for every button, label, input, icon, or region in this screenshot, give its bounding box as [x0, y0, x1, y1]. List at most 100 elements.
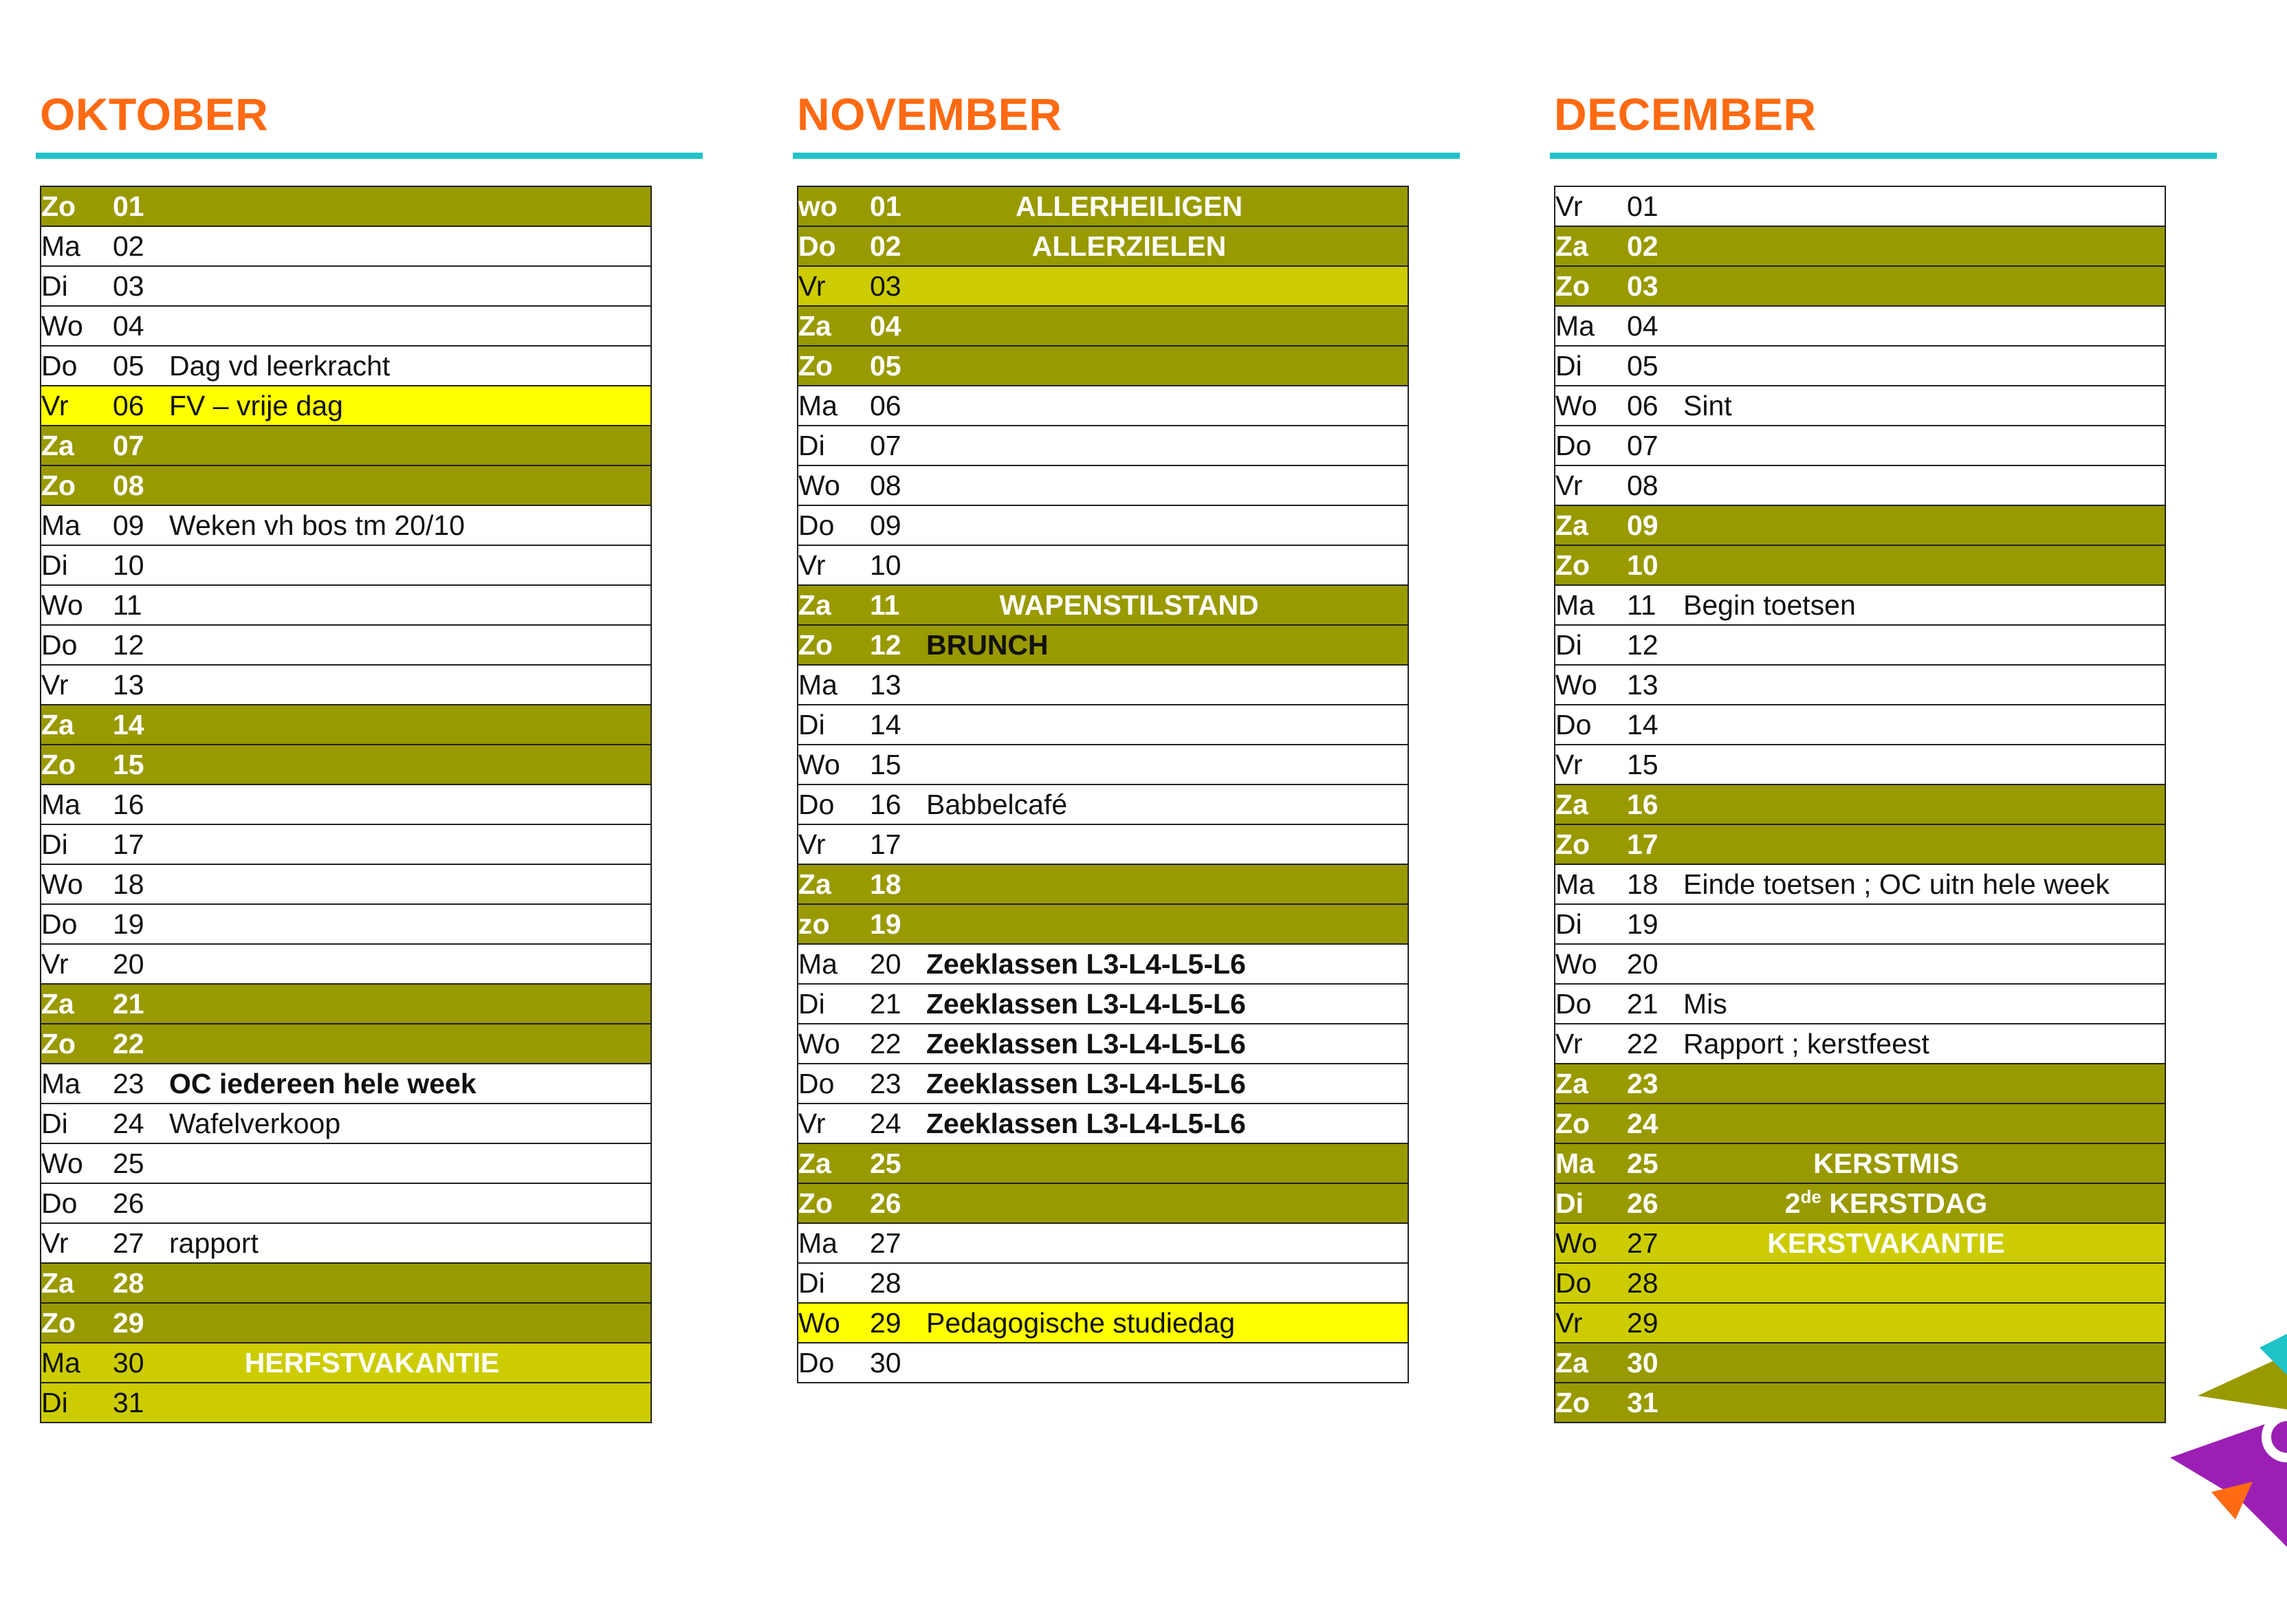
weekday-cell: Za: [1555, 1342, 1627, 1383]
event-cell: [926, 744, 1408, 785]
date-cell: 29: [870, 1302, 926, 1343]
event-cell: [169, 1183, 651, 1224]
weekday-cell: Vr: [798, 545, 870, 586]
weekday-cell: Do: [1555, 1262, 1627, 1304]
weekday-cell: Do: [1555, 704, 1627, 745]
date-cell: 13: [113, 664, 169, 705]
weekday-cell: Zo: [41, 1023, 113, 1064]
event-cell: [1683, 345, 2165, 386]
date-cell: 30: [1627, 1342, 1683, 1383]
event-cell: FV – vrije dag: [169, 385, 651, 426]
event-cell: [169, 1143, 651, 1184]
date-cell: 16: [870, 784, 926, 825]
title-underline: [36, 153, 703, 159]
weekday-cell: Vr: [41, 1222, 113, 1264]
date-cell: 27: [870, 1222, 926, 1264]
date-cell: 07: [113, 425, 169, 466]
weekday-cell: Di: [41, 545, 113, 586]
month-title: NOVEMBER: [797, 89, 1062, 140]
date-cell: 02: [113, 226, 169, 267]
event-cell: [1683, 425, 2165, 466]
date-cell: 20: [1627, 943, 1683, 985]
date-cell: 28: [870, 1262, 926, 1304]
weekday-cell: Wo: [1555, 943, 1627, 985]
event-cell: Pedagogische studiedag: [926, 1302, 1408, 1343]
event-cell: [1683, 465, 2165, 506]
event-cell: OC iedereen hele week: [169, 1063, 651, 1104]
weekday-cell: Do: [1555, 983, 1627, 1024]
date-cell: 11: [113, 584, 169, 626]
date-cell: 08: [870, 465, 926, 506]
date-cell: 19: [870, 903, 926, 945]
event-cell: [1683, 824, 2165, 865]
weekday-cell: Wo: [798, 1023, 870, 1064]
event-cell: [926, 305, 1408, 347]
event-cell: [926, 1342, 1408, 1383]
weekday-cell: Wo: [798, 465, 870, 506]
event-cell: ALLERHEILIGEN: [926, 186, 1408, 227]
event-cell: [169, 584, 651, 626]
weekday-cell: Do: [798, 226, 870, 267]
event-cell: [926, 1222, 1408, 1264]
event-cell: Zeeklassen L3-L4-L5-L6: [926, 943, 1408, 985]
event-cell: [169, 1302, 651, 1343]
date-cell: 27: [1627, 1222, 1683, 1264]
event-cell: [169, 1262, 651, 1304]
event-cell: [169, 704, 651, 745]
month-title: DECEMBER: [1554, 89, 1817, 140]
event-cell: [1683, 305, 2165, 347]
weekday-cell: Vr: [1555, 186, 1627, 227]
event-prefix: 2: [1784, 1187, 1801, 1219]
event-cell: Zeeklassen L3-L4-L5-L6: [926, 1063, 1408, 1104]
event-cell: [1683, 1063, 2165, 1104]
date-cell: 29: [1627, 1302, 1683, 1343]
weekday-cell: Wo: [41, 864, 113, 905]
date-cell: 24: [113, 1103, 169, 1144]
date-cell: 15: [870, 744, 926, 785]
weekday-cell: Zo: [1555, 1382, 1627, 1423]
date-cell: 14: [113, 704, 169, 745]
event-cell: [169, 265, 651, 307]
date-cell: 07: [870, 425, 926, 466]
weekday-cell: Di: [798, 1262, 870, 1304]
weekday-cell: Vr: [798, 1103, 870, 1144]
weekday-cell: Za: [798, 584, 870, 626]
title-underline: [793, 153, 1460, 159]
date-cell: 31: [113, 1382, 169, 1423]
weekday-cell: Zo: [798, 345, 870, 386]
date-cell: 05: [870, 345, 926, 386]
date-cell: 10: [113, 545, 169, 586]
event-cell: Zeeklassen L3-L4-L5-L6: [926, 1103, 1408, 1144]
event-cell: [169, 903, 651, 945]
weekday-cell: Ma: [41, 1342, 113, 1383]
weekday-cell: Ma: [41, 784, 113, 825]
weekday-cell: Za: [41, 704, 113, 745]
event-cell: [926, 864, 1408, 905]
date-cell: 20: [870, 943, 926, 985]
event-cell: [169, 784, 651, 825]
weekday-cell: zo: [798, 903, 870, 945]
date-cell: 14: [1627, 704, 1683, 745]
